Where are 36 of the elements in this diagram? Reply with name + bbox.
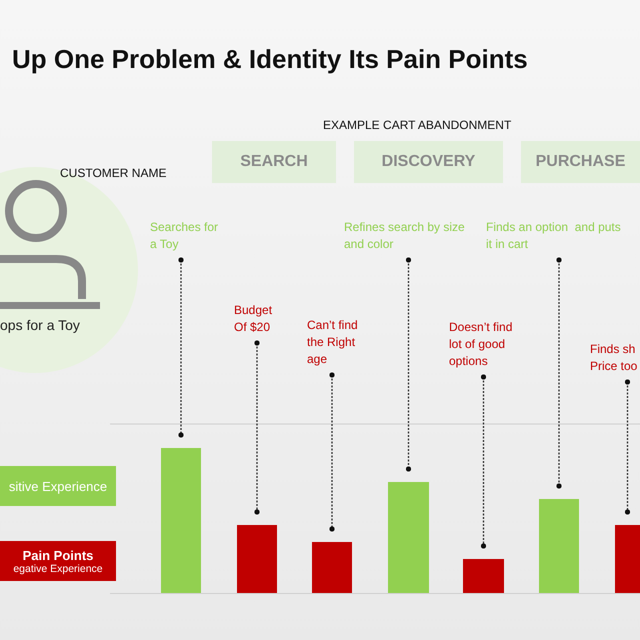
leader-line [329, 372, 335, 532]
customer-name-label: CUSTOMER NAME [60, 166, 166, 180]
key-box [0, 466, 116, 506]
leader-line [624, 379, 630, 515]
leader-line [406, 257, 412, 472]
stage-box [521, 141, 640, 183]
leader-line [480, 374, 486, 549]
bar [312, 542, 352, 593]
callout-text: Finds an option and puts it in cart [486, 219, 626, 253]
title: Up One Problem & Identity Its Pain Points [12, 44, 528, 75]
leader-line [556, 257, 562, 489]
callout-text: Finds sh Price too [590, 341, 640, 375]
callout-text: Budget Of $20 [234, 302, 284, 336]
leader-line [178, 257, 184, 438]
key-text: egative Experience [13, 562, 103, 574]
stage-title: PURCHASE [536, 153, 626, 171]
key-box [0, 541, 116, 581]
stage-box [212, 141, 336, 183]
key-title: Pain Points [22, 548, 94, 562]
key-text: sitive Experience [8, 478, 108, 494]
callout-text: Can’t find the Right age [307, 317, 359, 368]
bar [388, 482, 429, 593]
customer-caption: ops for a Toy [0, 317, 80, 333]
callout-text: Refines search by size and color [344, 219, 474, 253]
bar [539, 499, 579, 593]
callout-text: Doesn’t find lot of good options [449, 319, 525, 370]
bar [463, 559, 504, 593]
stage-box [354, 141, 503, 183]
leader-line [254, 340, 260, 515]
bar [237, 525, 277, 593]
bar [615, 525, 640, 593]
callout-text: Searches for a Toy [150, 219, 224, 253]
bar [161, 448, 201, 593]
stage-title: SEARCH [240, 153, 308, 171]
subtitle: EXAMPLE CART ABANDONMENT [323, 118, 512, 132]
stage-title: DISCOVERY [382, 153, 476, 171]
